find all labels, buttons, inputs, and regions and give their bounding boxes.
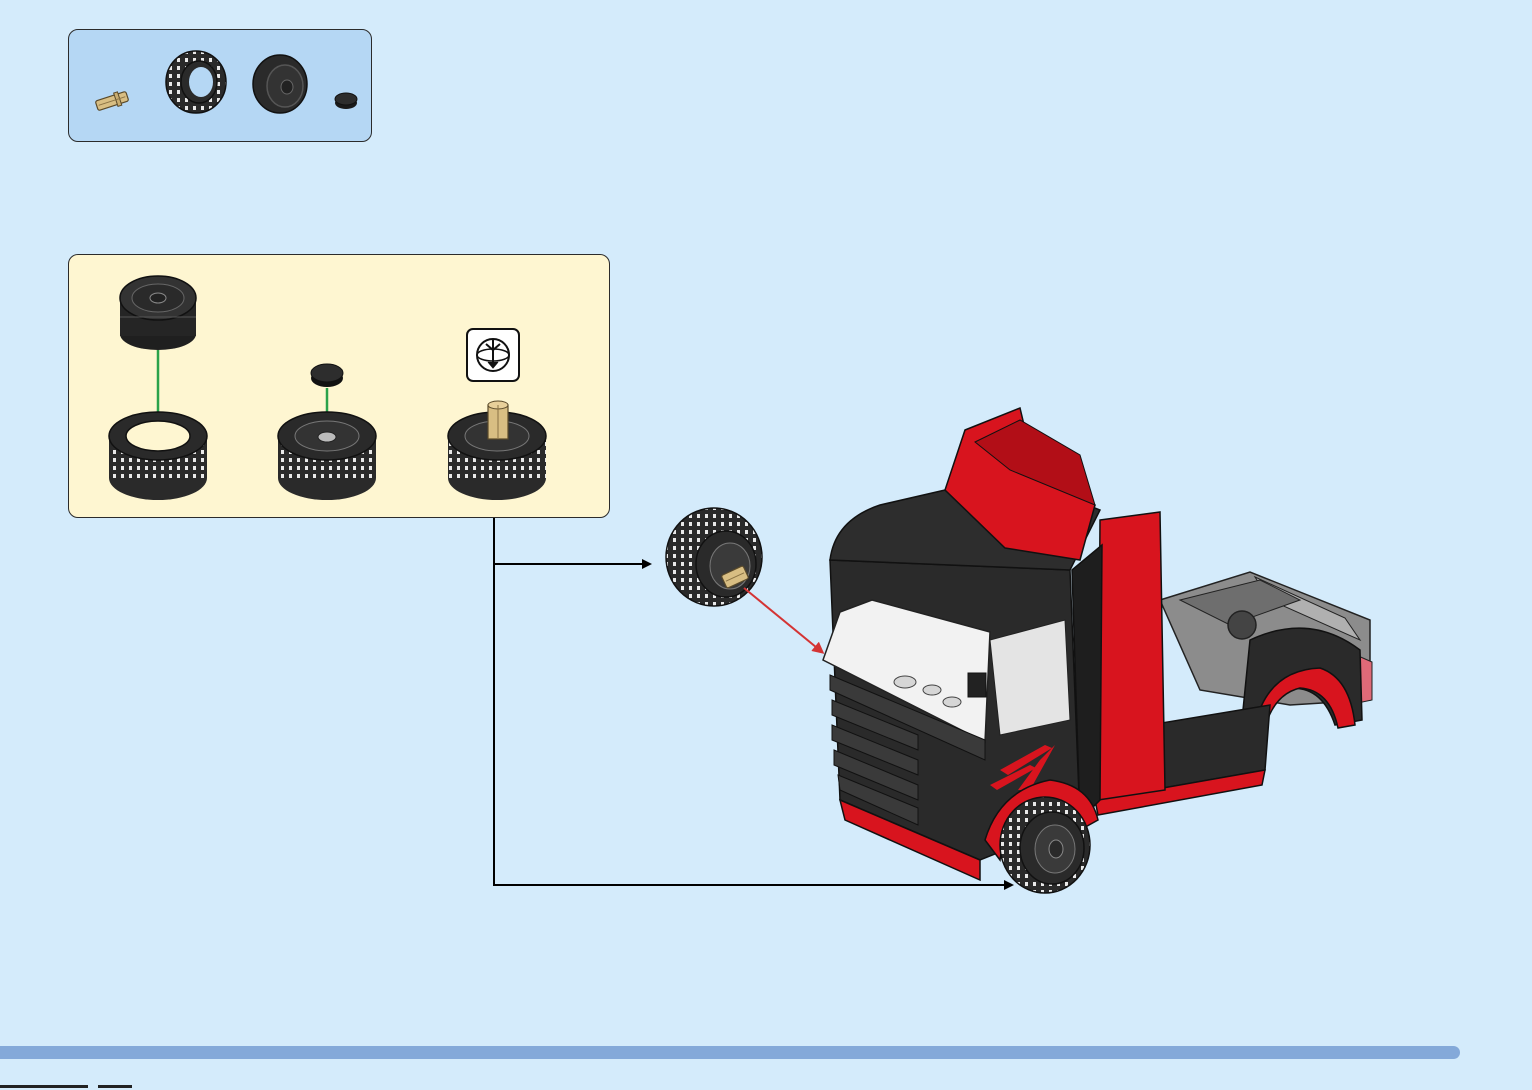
- round-tile-part: [335, 93, 357, 109]
- rim-above-tire: [120, 276, 196, 350]
- hub-tile-step2: [311, 364, 343, 387]
- wheel-rim-part: [253, 55, 307, 113]
- progress-bar: [0, 1046, 1460, 1059]
- tire-part: [166, 51, 226, 113]
- footer-mark-left: [0, 1085, 88, 1088]
- wheel-with-pin-step3: [448, 401, 546, 500]
- footer-mark-right: [98, 1085, 132, 1088]
- axle-pin-part: [95, 89, 130, 112]
- tire-step1: [109, 412, 207, 500]
- rotate-model-icon: [467, 329, 519, 381]
- wheel-step2: [278, 412, 376, 500]
- truck-model: [823, 408, 1372, 893]
- attach-arrow: [744, 588, 822, 652]
